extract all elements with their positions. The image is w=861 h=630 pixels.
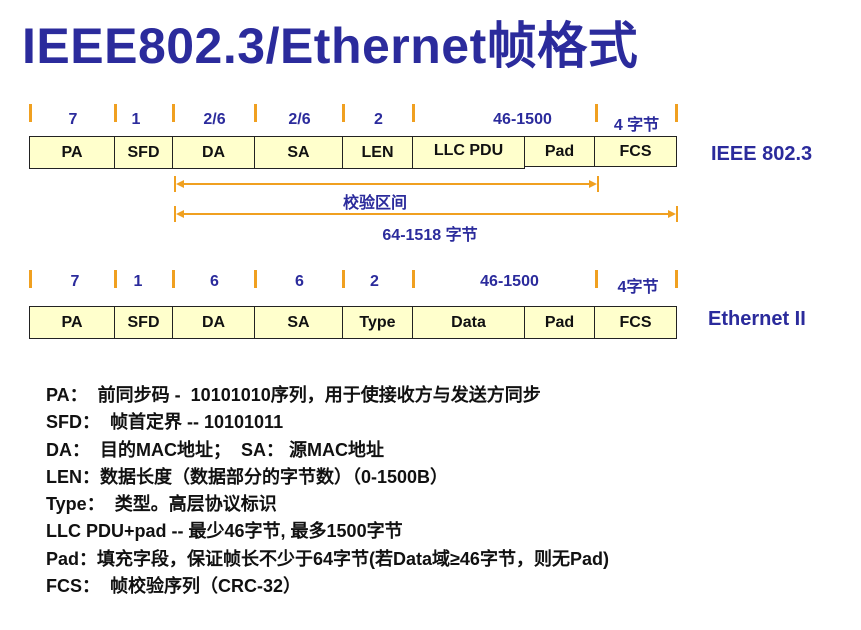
note-sep: ： (82, 466, 100, 487)
ethernet-tick (675, 270, 678, 288)
ethernet-field-sfd: SFD (114, 306, 173, 339)
ieee-tick (254, 104, 257, 122)
ieee-field-fcs: FCS (594, 136, 677, 167)
page-title: IEEE802.3/Ethernet帧格式 (22, 18, 639, 74)
ethernet-size: 1 (133, 273, 143, 290)
note-text: 填充字段，保证帧长不少于64字节(若Data域≥46字节，则无Pad) (97, 548, 609, 569)
ieee-size: 46-1500 (493, 111, 552, 128)
ieee-tick (595, 104, 598, 122)
ieee-field-sa: SA (254, 136, 343, 169)
note-key: SFD (46, 412, 82, 433)
note-text: 数据长度（数据部分的字节数）（0-1500B） (100, 466, 449, 487)
frame-length-label: 64-1518 字节 (382, 227, 478, 244)
ethernet-tick (254, 270, 257, 288)
ieee-tick (172, 104, 175, 122)
ethernet-size: 6 (295, 273, 304, 290)
note-line: PA： 前同步码 - 10101010序列，用于使接收方与发送方同步 (46, 382, 609, 409)
note-key: LLC PDU+pad (46, 521, 167, 542)
note-line: LLC PDU+pad -- 最少46字节, 最多1500字节 (46, 518, 609, 545)
ethernet-tick (342, 270, 345, 288)
note-sep: ： (82, 576, 100, 597)
ethernet-tick (595, 270, 598, 288)
note-key: PA (46, 385, 70, 405)
note-text: 最少46字节, 最多1500字节 (188, 521, 403, 542)
note-text: 帧首定界 -- 10101011 (100, 412, 284, 433)
note-sep: ： (69, 385, 88, 405)
field-notes: PA： 前同步码 - 10101010序列，用于使接收方与发送方同步 SFD： … (46, 382, 609, 600)
checksum-range-arrow (174, 176, 599, 192)
ethernet-tick (172, 270, 175, 288)
ethernet-tick (29, 270, 32, 288)
note-key: Type (46, 494, 87, 515)
ieee-tick (675, 104, 678, 122)
note-text: 前同步码 - 10101010序列，用于使接收方与发送方同步 (87, 385, 541, 405)
note-sep: ： (79, 548, 98, 569)
note-line: SFD： 帧首定界 -- 10101011 (46, 409, 609, 436)
ieee-tick (29, 104, 32, 122)
note-line: Pad：填充字段，保证帧长不少于64字节(若Data域≥46字节，则无Pad) (46, 546, 609, 573)
note-line: FCS： 帧校验序列（CRC-32） (46, 573, 609, 600)
ethernet-size: 6 (210, 273, 219, 290)
note-key: FCS (46, 576, 82, 597)
ieee-tick (114, 104, 117, 122)
ethernet-size: 46-1500 (480, 273, 539, 290)
ieee-size: 2/6 (288, 111, 311, 128)
ethernet-size: 2 (370, 273, 379, 290)
ieee-tick (412, 104, 415, 122)
ethernet-field-pa: PA (29, 306, 115, 339)
note-text: 目的MAC地址； SA： 源MAC地址 (90, 439, 384, 460)
note-key: LEN (46, 466, 82, 487)
ethernet-tick (114, 270, 117, 288)
ethernet-field-fcs: FCS (594, 306, 677, 339)
ethernet-size: 4字节 (617, 279, 659, 296)
ethernet-tick (412, 270, 415, 288)
ieee-size: 4 字节 (613, 117, 660, 134)
note-sep: -- (166, 521, 189, 542)
note-key: DA (46, 439, 72, 460)
note-key: Pad (46, 548, 80, 569)
note-line: DA： 目的MAC地址； SA： 源MAC地址 (46, 437, 609, 464)
ieee-size: 2/6 (203, 111, 226, 128)
ethernet-field-data: Data (412, 306, 525, 339)
note-sep: ： (86, 494, 105, 515)
note-line: Type： 类型。高层协议标识 (46, 491, 609, 518)
ieee-size: 2 (374, 111, 383, 128)
checksum-range-label: 校验区间 (342, 195, 407, 212)
ethernet-size: 7 (70, 273, 80, 290)
ieee-field-pa: PA (29, 136, 115, 169)
ethernet-label: Ethernet II (708, 308, 806, 330)
note-sep: ： (82, 412, 100, 433)
ieee-tick (342, 104, 345, 122)
note-text: 类型。高层协议标识 (104, 494, 277, 515)
ieee-label: IEEE 802.3 (711, 143, 813, 165)
ethernet-field-type: Type (342, 306, 413, 339)
ethernet-field-sa: SA (254, 306, 343, 339)
ethernet-field-pad: Pad (524, 306, 595, 339)
note-sep: ： (72, 439, 90, 460)
note-text: 帧校验序列（CRC-32） (100, 576, 302, 597)
ethernet-field-da: DA (172, 306, 255, 339)
ieee-size: 1 (131, 111, 141, 128)
ieee-size: 7 (68, 111, 78, 128)
note-line: LEN：数据长度（数据部分的字节数）（0-1500B） (46, 464, 609, 491)
ieee-field-pad: Pad (524, 136, 595, 167)
frame-length-arrow (174, 206, 678, 222)
